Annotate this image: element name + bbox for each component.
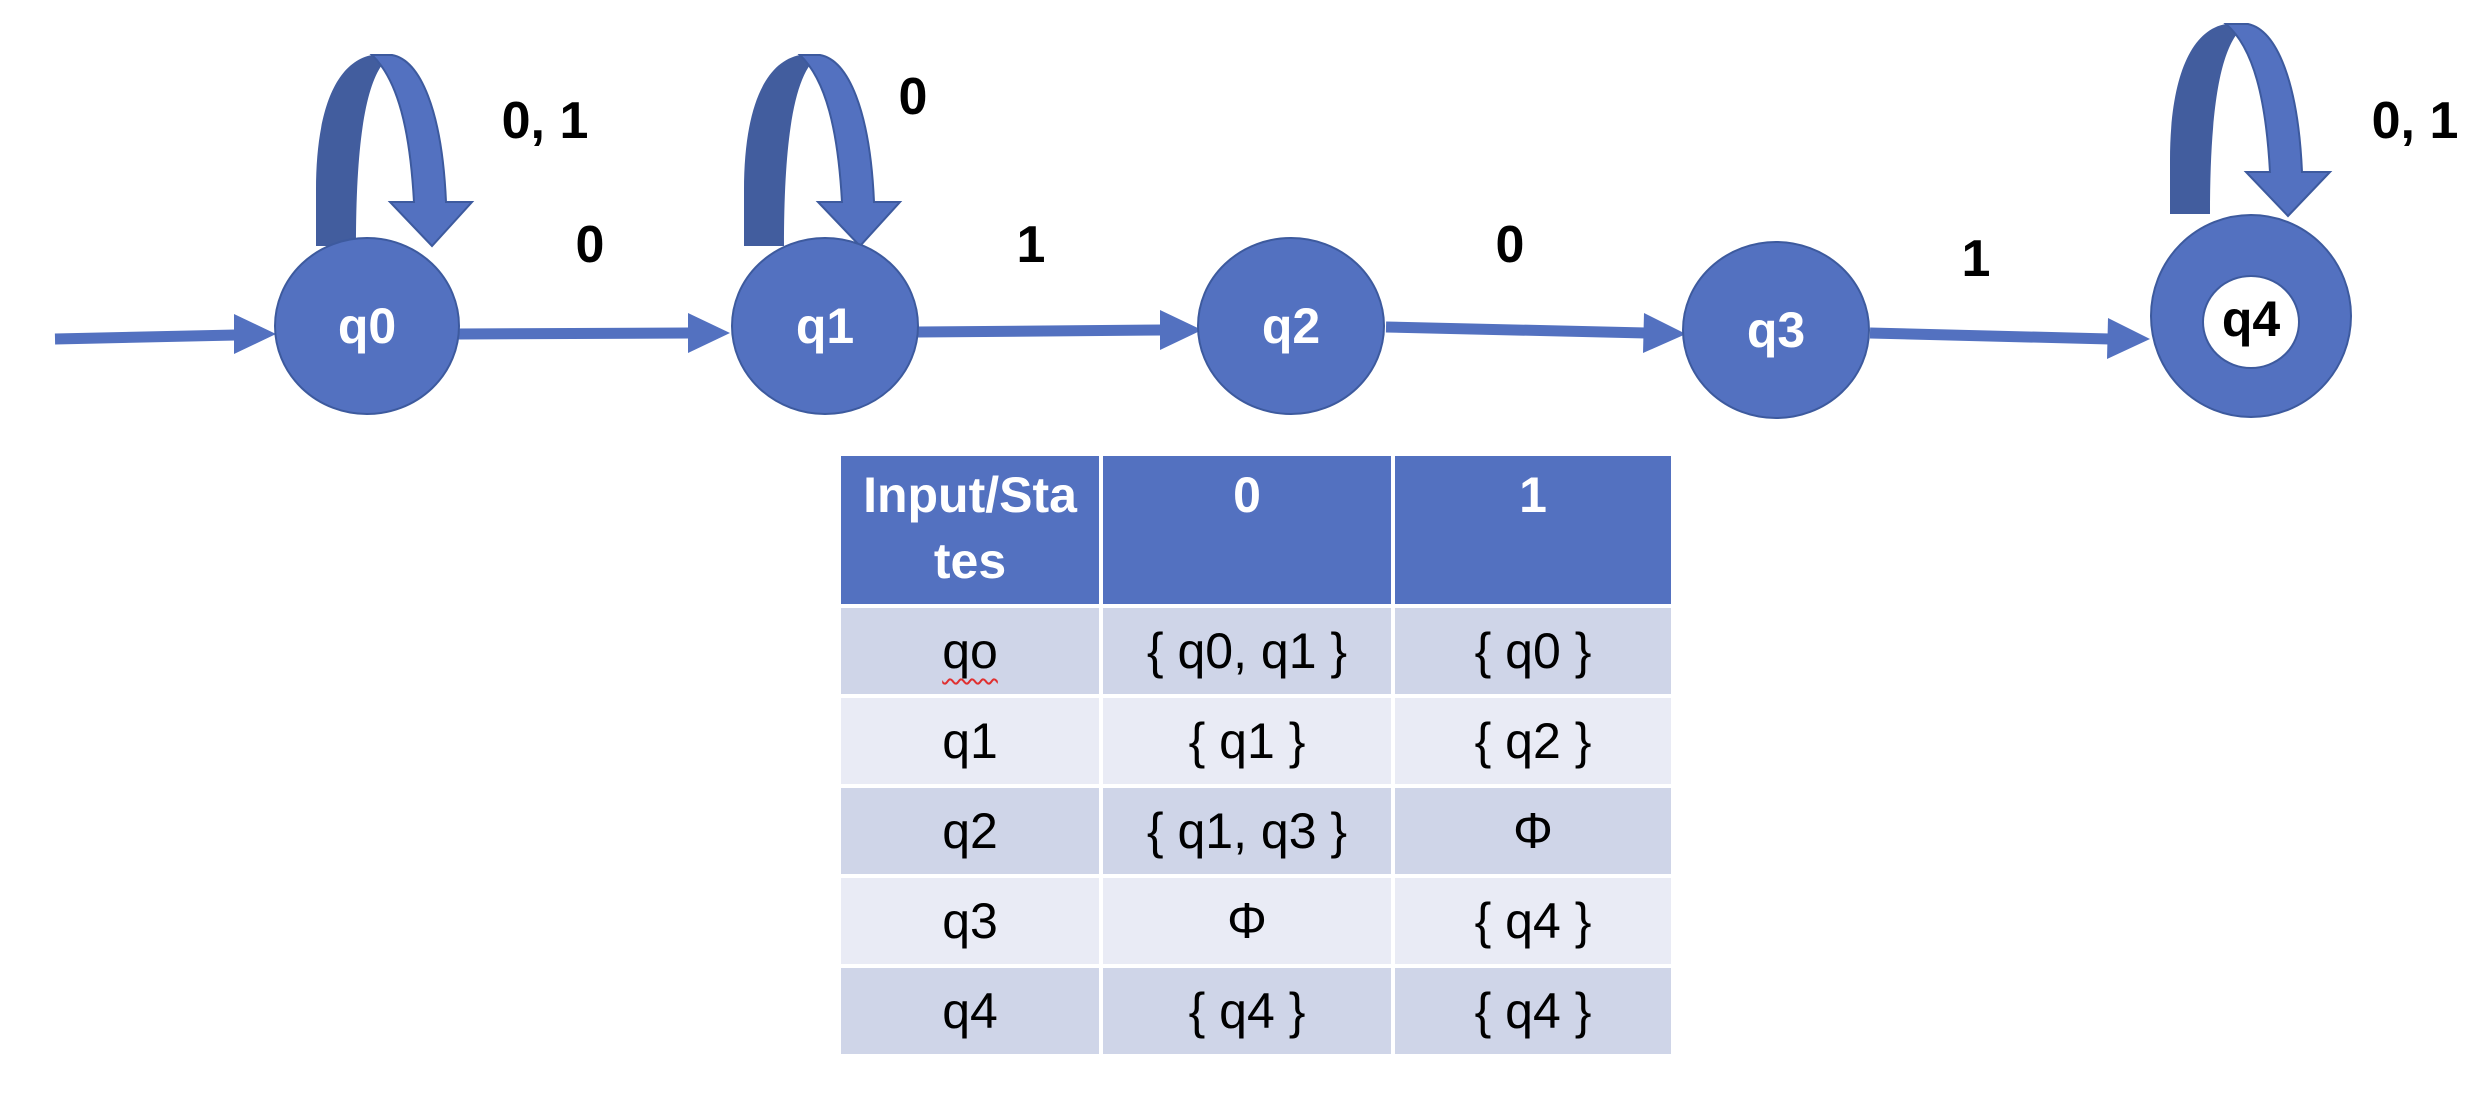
state-q3-label: q3 [1747,302,1805,358]
state-q4-label: q4 [2222,291,2281,347]
row-one-cell: { q4 } [1391,874,1675,968]
state-q0-label: q0 [338,298,396,354]
edge-q2-q3 [1385,313,1686,353]
row-one-cell: { q4 } [1391,964,1675,1058]
loop-label-q0: 0, 1 [502,92,589,150]
state-q4-accepting: q4 [2150,214,2352,418]
state-q1: q1 [731,237,919,415]
self-loop-q0 [316,54,475,248]
table-header-row: Input/States 0 1 [837,452,1675,608]
row-state-cell: q4 [837,964,1103,1058]
table-row: q3 Φ { q4 } [837,874,1675,968]
loop-label-q1: 0 [899,68,928,126]
state-q3: q3 [1682,241,1870,419]
row-state-cell: q3 [837,874,1103,968]
edge-q1-q2 [917,310,1202,350]
start-arrow [54,314,276,354]
state-q1-label: q1 [796,298,854,354]
edge-label-q2-q3: 0 [1496,216,1525,274]
edge-label-q1-q2: 1 [1017,216,1046,274]
row-state-cell: q1 [837,694,1103,788]
row-zero-cell: { q0, q1 } [1099,604,1395,698]
self-loop-q1 [744,54,903,248]
state-q0: q0 [274,237,460,415]
table-row: q1 { q1 } { q2 } [837,694,1675,788]
edge-label-q0-q1: 0 [576,216,605,274]
row-one-cell: { q0 } [1391,604,1675,698]
table-row: q4 { q4 } { q4 } [837,964,1675,1058]
header-input-1: 1 [1391,452,1675,608]
row-state-label: qo [942,623,998,679]
state-q2-label: q2 [1262,298,1320,354]
edge-label-q3-q4: 1 [1962,230,1991,288]
table-row: qo { q0, q1 } { q0 } [837,604,1675,698]
self-loop-q4 [2170,23,2333,218]
row-zero-cell: Φ [1099,874,1395,968]
row-state-cell: q2 [837,784,1103,878]
row-state-cell: qo [837,604,1103,698]
table-row: q2 { q1, q3 } Φ [837,784,1675,878]
edge-q3-q4 [1869,318,2150,359]
loop-label-q4: 0, 1 [2372,92,2459,150]
row-one-cell: { q2 } [1391,694,1675,788]
edge-q0-q1 [457,313,730,353]
header-input-0: 0 [1099,452,1395,608]
state-q2: q2 [1197,237,1385,415]
row-zero-cell: { q1, q3 } [1099,784,1395,878]
header-input-states: Input/States [837,452,1103,608]
row-zero-cell: { q4 } [1099,964,1395,1058]
row-one-cell: Φ [1391,784,1675,878]
transition-table: Input/States 0 1 qo { q0, q1 } { q0 } q1… [837,452,1675,1058]
row-zero-cell: { q1 } [1099,694,1395,788]
